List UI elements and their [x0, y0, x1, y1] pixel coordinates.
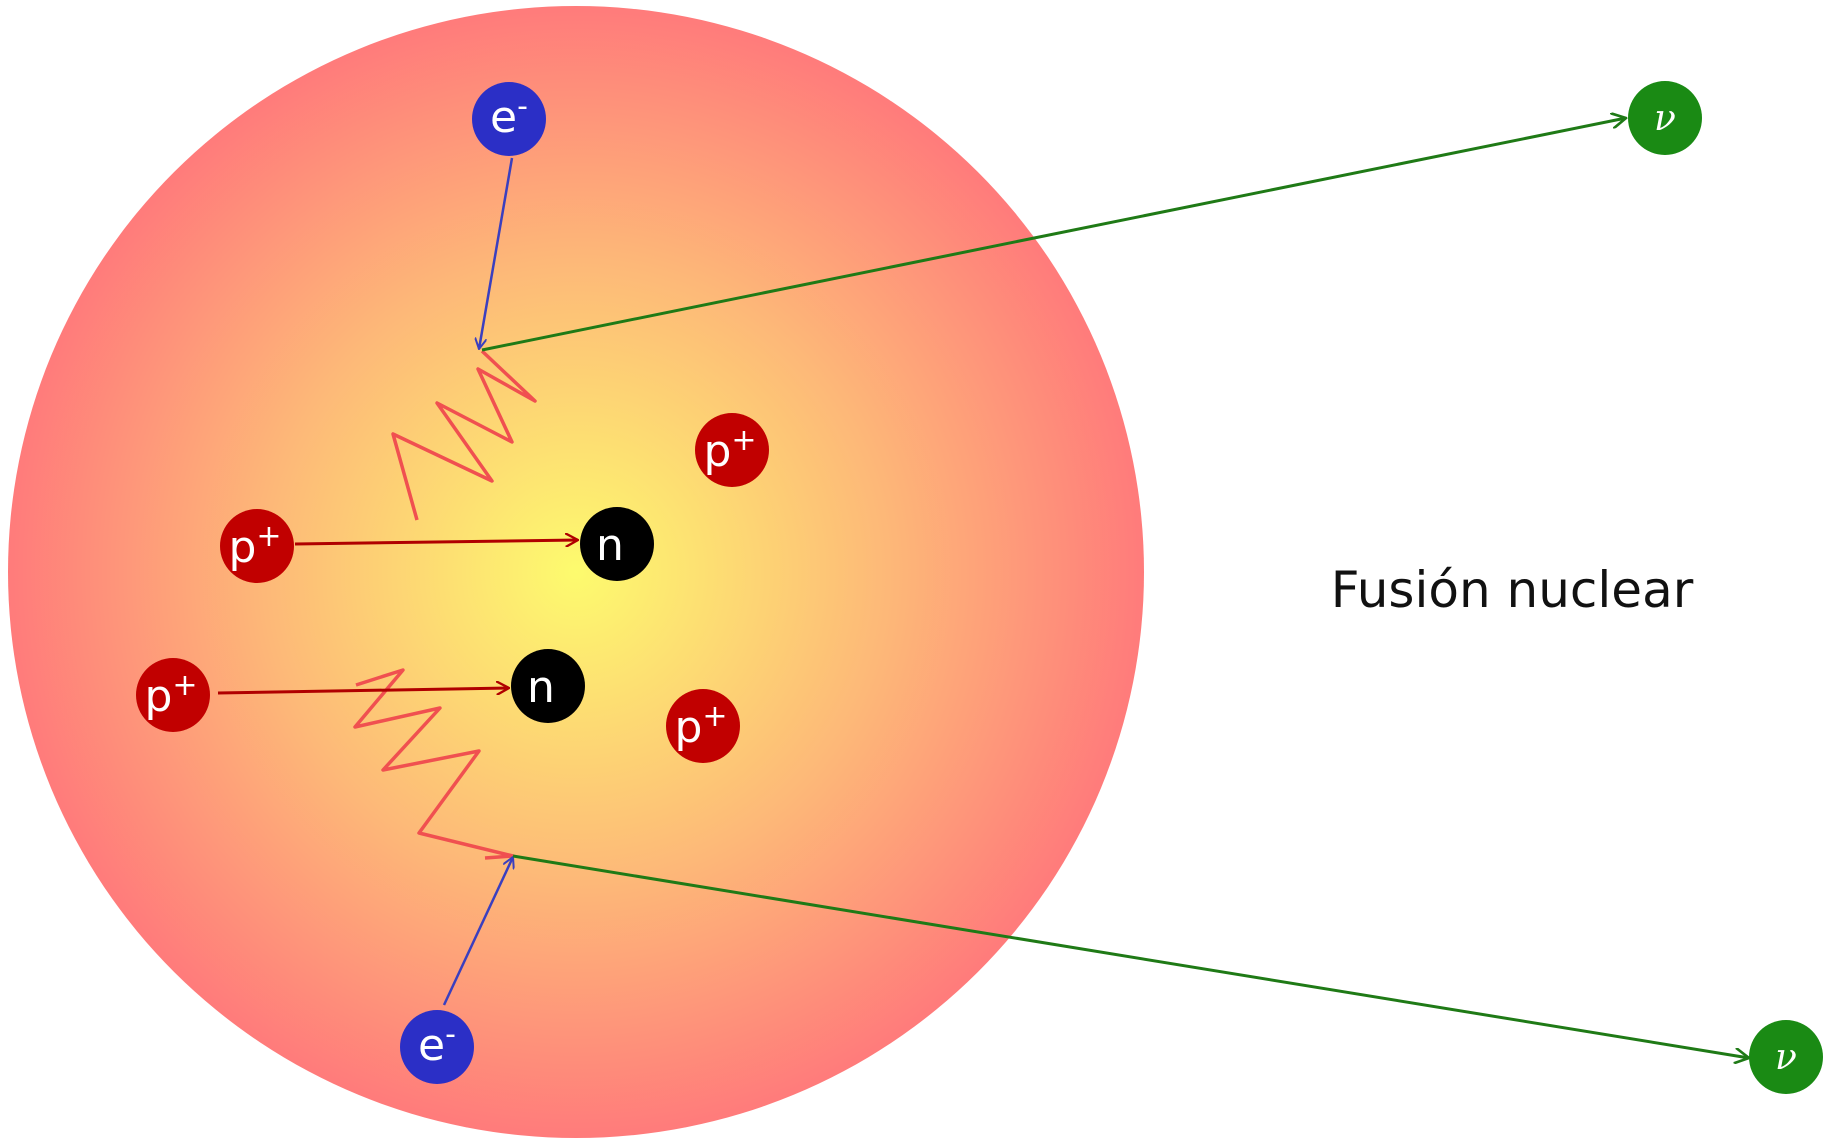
electron-bottom: e-	[400, 1010, 474, 1084]
neutrino-top: ν	[1628, 81, 1702, 155]
proton-2: p+	[695, 413, 769, 487]
proton-3: p+	[136, 658, 210, 732]
proton-4: p+	[666, 689, 740, 763]
proton-1-charge: +	[256, 519, 281, 554]
neutrino-bottom-label: ν	[1775, 1037, 1797, 1078]
electron-bottom-charge: -	[445, 1017, 456, 1052]
electron-top-label: e	[490, 92, 517, 143]
diagram-title: Fusión nuclear	[1331, 561, 1694, 619]
electron-bottom-label: e	[418, 1020, 445, 1071]
electron-top: e-	[472, 82, 546, 156]
proton-4-label: p	[674, 702, 702, 753]
proton-1-label: p	[228, 522, 256, 573]
proton-4-charge: +	[702, 699, 727, 734]
neutron-1-label: n	[596, 520, 624, 571]
proton-3-charge: +	[172, 668, 197, 703]
neutrino-bottom: ν	[1749, 1020, 1823, 1094]
neutron-2-label: n	[527, 662, 555, 713]
proton-3-label: p	[144, 671, 172, 722]
neutrino-top-label: ν	[1654, 98, 1676, 139]
proton-2-charge: +	[731, 423, 756, 458]
neutron-1: n	[580, 507, 654, 581]
neutron-2: n	[511, 649, 585, 723]
proton-2-label: p	[703, 426, 731, 477]
proton-1: p+	[220, 509, 294, 583]
nucleus	[8, 6, 1144, 1138]
electron-top-charge: -	[517, 89, 528, 124]
